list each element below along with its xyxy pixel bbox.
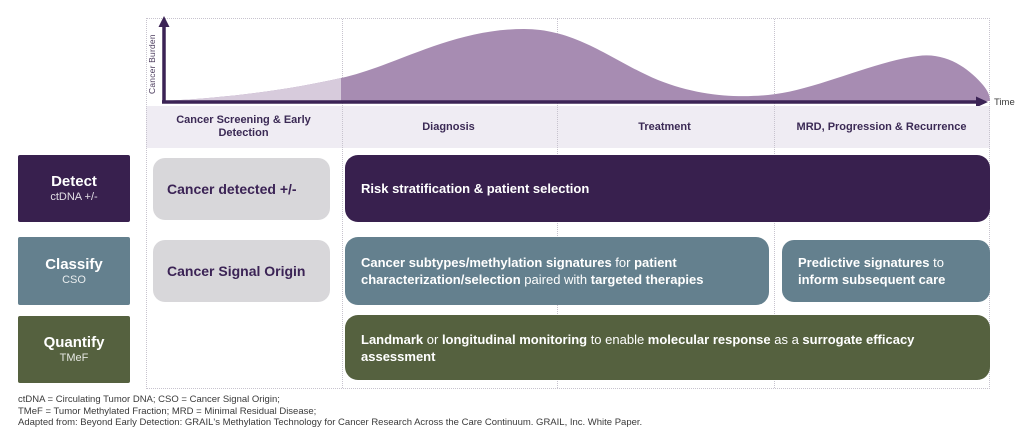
phase-label-mrd: MRD, Progression & Recurrence: [796, 120, 967, 133]
x-axis-arrow: [976, 96, 988, 106]
row-header-detect: Detect ctDNA +/-: [18, 155, 130, 222]
row-subtitle: TMeF: [59, 352, 89, 364]
classify-screening-box: Cancer Signal Origin: [153, 240, 330, 302]
footnote-line: ctDNA = Circulating Tumor DNA; CSO = Can…: [18, 394, 280, 405]
phase-label-diagnosis: Diagnosis: [422, 120, 475, 133]
row-subtitle: ctDNA +/-: [50, 191, 98, 203]
detect-screening-box: Cancer detected +/-: [153, 158, 330, 220]
footnotes: ctDNA = Circulating Tumor DNA; CSO = Can…: [18, 394, 642, 429]
footnote-line: Adapted from: Beyond Early Detection: GR…: [18, 417, 643, 428]
phase-label-treatment: Treatment: [638, 120, 691, 133]
row-subtitle: CSO: [62, 273, 86, 286]
phase-label-screening: Cancer Screening & Early Detection: [176, 114, 311, 139]
x-axis-label: Time: [994, 97, 1015, 108]
quantify-span-box: Landmark or longitudinal monitoring to e…: [345, 315, 990, 380]
classify-main-box: Cancer subtypes/methylation signatures f…: [345, 237, 769, 305]
row-header-classify: Classify CSO: [18, 237, 130, 305]
y-axis-arrow: [158, 16, 170, 27]
y-axis-label: Cancer Burden: [147, 34, 157, 94]
burden-curve-area-early: [164, 78, 341, 101]
row-title: Detect: [51, 173, 97, 190]
burden-curve-area: [164, 29, 990, 101]
phase-band: Cancer Screening & Early Detection Diagn…: [146, 106, 990, 148]
classify-mrd-box: Predictive signatures to inform subseque…: [782, 240, 990, 302]
row-header-quantify: Quantify TMeF: [18, 316, 130, 383]
row-title: Quantify: [43, 334, 105, 351]
cancer-burden-chart: [158, 16, 990, 106]
detect-span-box: Risk stratification & patient selection: [345, 155, 990, 222]
row-title: Classify: [45, 255, 103, 273]
footnote-line: TMeF = Tumor Methylated Fraction; MRD = …: [18, 405, 317, 417]
